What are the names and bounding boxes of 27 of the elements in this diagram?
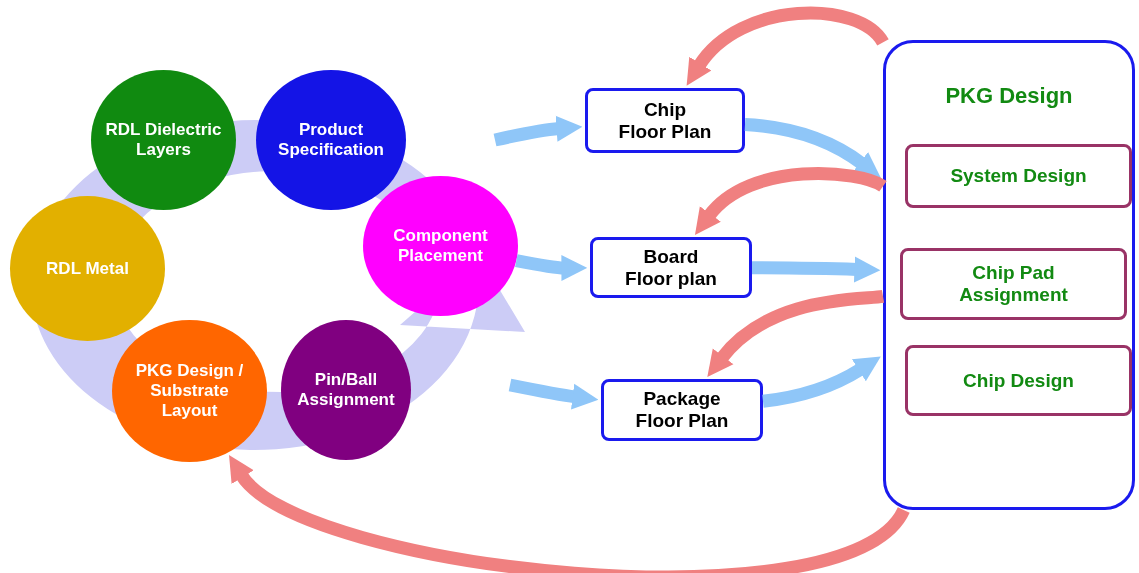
node-label: RDL Metal (46, 258, 129, 279)
process-box (590, 237, 752, 298)
arrow (493, 115, 583, 147)
process-box (905, 345, 1132, 416)
node-label: System Design (950, 165, 1087, 187)
node-label: Chip Pad Assignment (958, 262, 1069, 306)
process-box (905, 144, 1132, 208)
node-label: Chip Design (963, 369, 1074, 392)
node-label: Package Floor Plan (634, 388, 730, 432)
node-label: Board Floor plan (624, 245, 718, 290)
process-box (900, 248, 1127, 320)
arrow (705, 289, 884, 376)
arrow (762, 356, 882, 408)
arrow (508, 378, 599, 410)
node-label: RDL Dielectric Layers (104, 120, 223, 160)
process-box (601, 379, 763, 441)
node-label: PKG Design / Substrate Layout (134, 361, 245, 421)
node-label: Component Placement (392, 226, 489, 266)
node-label: Chip Floor Plan (618, 98, 712, 143)
group-title: PKG Design (945, 83, 1073, 109)
arrow (744, 118, 882, 178)
node-label: Pin/Ball Assignment (296, 370, 396, 410)
arrow (515, 254, 588, 281)
group-box (883, 40, 1135, 510)
node-label: Product Specification (277, 120, 385, 160)
process-box (585, 88, 745, 153)
arrow (751, 256, 881, 283)
